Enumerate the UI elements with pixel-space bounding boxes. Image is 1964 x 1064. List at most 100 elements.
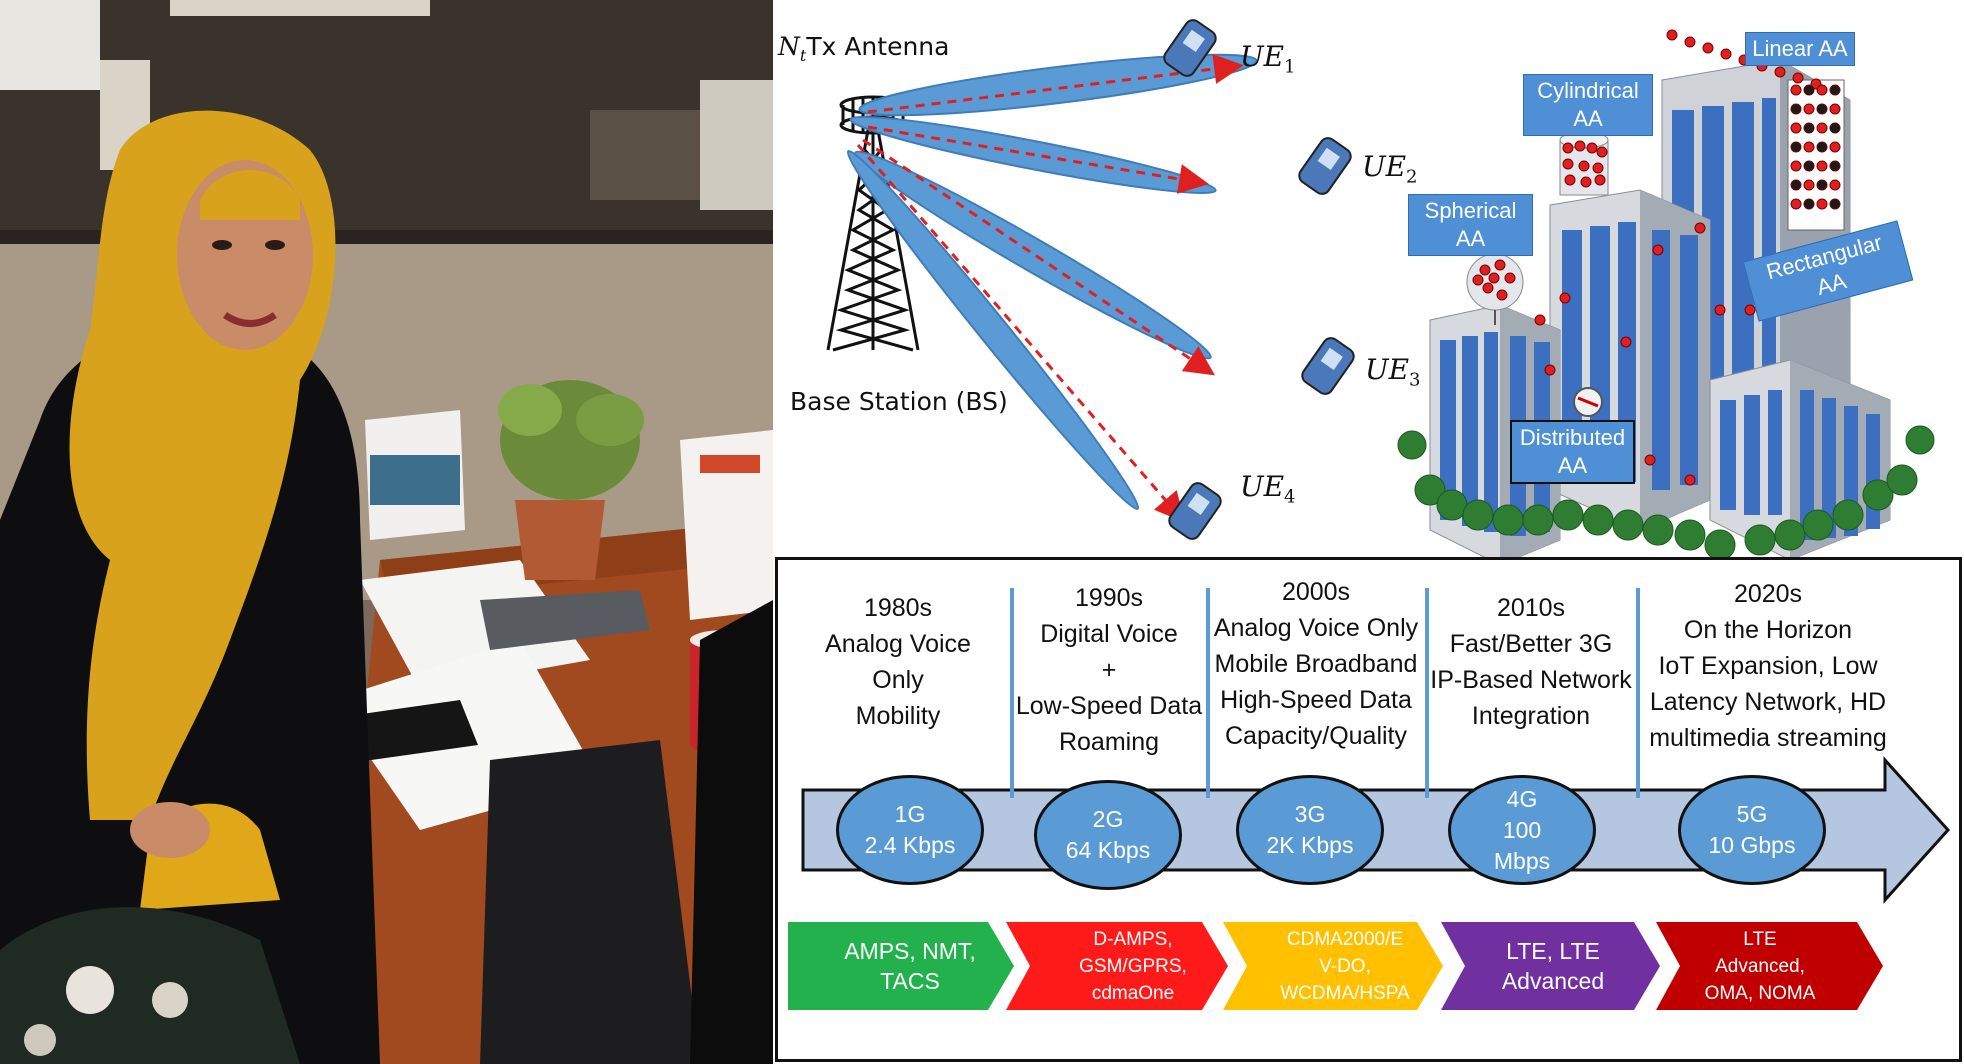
linear-aa-label: Linear AA — [1745, 32, 1855, 66]
antenna-element-dot — [1544, 364, 1556, 376]
cylindrical-aa-label-line1: Cylindrical — [1537, 78, 1639, 103]
portrait-photo-illustration — [0, 0, 773, 1064]
distributed-aa-label: Distributed AA — [1510, 420, 1635, 484]
generation-label: 3G — [1294, 801, 1326, 827]
beamforming-graphic — [826, 19, 1355, 540]
generation-3g: 3G 2K Kbps — [1236, 775, 1384, 885]
tech-chevron — [788, 922, 1014, 1010]
era-decade: 1980s — [863, 594, 933, 622]
generation-label: 2G — [1092, 806, 1124, 832]
generation-label: 4G — [1506, 785, 1538, 812]
era-2020s: 2020s On the Horizon IoT Expansion, Low … — [1640, 576, 1896, 756]
antenna-element-dot — [1790, 179, 1802, 191]
antenna-element-dot — [1816, 179, 1828, 191]
spherical-aa-label-line2: AA — [1455, 226, 1486, 251]
antenna-element-dot — [1816, 160, 1828, 172]
spherical-aa-label: Spherical AA — [1408, 194, 1533, 256]
era-line: Digital Voice — [1040, 620, 1178, 648]
antenna-element-dot — [1578, 160, 1590, 172]
beam-ue3 — [854, 138, 1215, 376]
ue4-label-sub: 4 — [1284, 486, 1296, 508]
tx-antenna-label: NtTx Antenna — [778, 32, 949, 65]
generation-speed: Mbps — [1493, 847, 1551, 874]
ue2-label: UE2 — [1362, 150, 1418, 188]
antenna-element-dot — [1829, 198, 1841, 210]
ue4-label: UE4 — [1240, 470, 1296, 508]
ue3-label: UE3 — [1365, 353, 1421, 391]
tech-line: Advanced — [1501, 968, 1605, 994]
era-line: Capacity/Quality — [1224, 722, 1408, 750]
tech-5g: LTE Advanced, OMA, NOMA — [1660, 922, 1860, 1010]
tech-line: TACS — [880, 968, 940, 994]
antenna-element-dot — [1790, 103, 1802, 115]
generations-timeline: 1980s Analog Voice Only Mobility 1990s D… — [775, 557, 1962, 1062]
ue2-label-sub: 2 — [1406, 166, 1418, 188]
era-line: Mobility — [855, 702, 941, 730]
generation-speed: 10 Gbps — [1708, 832, 1796, 858]
tech-line: cdmaOne — [1091, 982, 1175, 1004]
era-line: On the Horizon — [1683, 616, 1853, 644]
era-line: Mobile Broadband — [1214, 650, 1418, 678]
tx-symbol-subscript: t — [799, 46, 807, 65]
tech-line: LTE, LTE — [1506, 938, 1600, 964]
antenna-element-dot — [1829, 179, 1841, 191]
era-line: Analog Voice — [825, 630, 971, 658]
era-decade: 1990s — [1074, 584, 1144, 612]
generation-label: 1G — [894, 801, 926, 827]
antenna-element-dot — [1803, 160, 1815, 172]
antenna-element-dot — [1816, 198, 1828, 210]
era-line: Integration — [1471, 702, 1591, 730]
era-divider — [1425, 588, 1429, 798]
beam-ue2 — [849, 115, 1217, 195]
antenna-element-dot — [1803, 198, 1815, 210]
antenna-element-dot — [1792, 72, 1804, 84]
antenna-element-dot — [1472, 274, 1484, 286]
ue1-label: UE1 — [1240, 40, 1296, 78]
antenna-element-dot — [1829, 160, 1841, 172]
antenna-element-dot — [1816, 103, 1828, 115]
antenna-element-dot — [1803, 179, 1815, 191]
tech-3g: CDMA2000/E V-DO, WCDMA/HSPA — [1250, 922, 1440, 1010]
antenna-element-dot — [1720, 48, 1732, 60]
ue4-label-main: UE — [1240, 470, 1285, 503]
antenna-element-dot — [1803, 122, 1815, 134]
tech-line: V-DO, — [1319, 955, 1371, 977]
antenna-element-dot — [1702, 42, 1714, 54]
antenna-element-dot — [1684, 474, 1696, 486]
antenna-element-dot — [1644, 454, 1656, 466]
era-2010s: 2010s Fast/Better 3G IP-Based Network In… — [1429, 590, 1633, 734]
antenna-element-dot — [1684, 36, 1696, 48]
tech-1g: AMPS, NMT, TACS — [796, 922, 1024, 1010]
era-divider — [1206, 588, 1210, 798]
antenna-element-dot — [1559, 292, 1571, 304]
tech-2g: D-AMPS, GSM/GPRS, cdmaOne — [1040, 922, 1226, 1010]
antenna-element-dot — [1803, 103, 1815, 115]
trees — [1397, 425, 1935, 561]
antenna-array-buildings: Linear AA Cylindrical AA Spherical AA Re… — [1390, 20, 1964, 570]
era-line: Low-Speed Data — [1015, 692, 1203, 720]
generation-label: 5G — [1736, 801, 1768, 827]
era-line: multimedia streaming — [1649, 724, 1887, 752]
antenna-element-dot — [1592, 162, 1604, 174]
era-decade: 2000s — [1281, 578, 1351, 606]
antenna-element-dot — [1562, 142, 1574, 154]
antenna-element-dot — [1790, 141, 1802, 153]
ue3-label-sub: 3 — [1409, 369, 1421, 391]
generation-2g: 2G 64 Kbps — [1034, 780, 1182, 890]
era-line: Analog Voice Only — [1213, 614, 1419, 642]
era-line: Only — [872, 666, 924, 694]
beamforming-diagram: NtTx Antenna Base Station (BS) UE1 UE2 U… — [773, 0, 1421, 550]
buildings-graphic — [1397, 29, 1935, 566]
antenna-element-dot — [1829, 141, 1841, 153]
tx-label-text: Tx Antenna — [806, 32, 950, 61]
era-line: IoT Expansion, Low — [1658, 652, 1878, 680]
antenna-element-dot — [1816, 84, 1828, 96]
antenna-element-dot — [1790, 84, 1802, 96]
era-line: IP-Based Network — [1430, 666, 1632, 694]
antenna-element-dot — [1829, 122, 1841, 134]
antenna-element-dot — [1829, 103, 1841, 115]
era-divider — [1010, 588, 1014, 798]
phone-ue1-icon — [1163, 19, 1217, 77]
antenna-element-dot — [1488, 272, 1500, 284]
antenna-element-dot — [1562, 158, 1574, 170]
